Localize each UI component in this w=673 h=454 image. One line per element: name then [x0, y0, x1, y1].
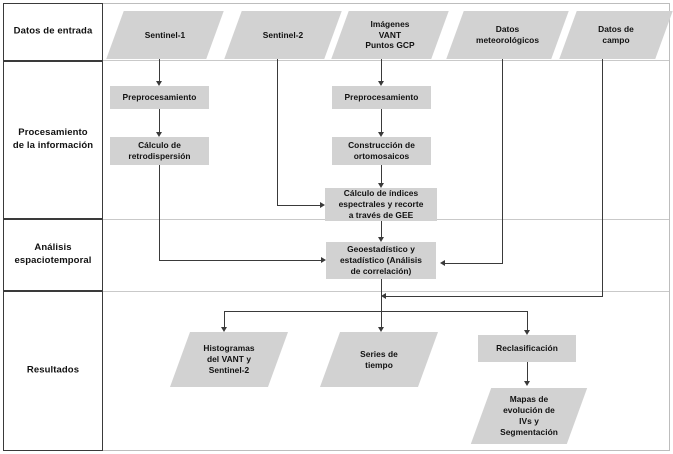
edge-sentinel1-preproc-arrow — [156, 81, 162, 86]
edge-meteo-geo-arrow — [440, 260, 445, 266]
edge-results-reclasificacion — [527, 311, 529, 330]
edge-campo-geo-horizontal — [386, 296, 603, 298]
lane-label-procesamiento: Procesamiento de la información — [3, 61, 103, 219]
node-ortomosaicos[interactable]: Construcción de ortomosaicos — [332, 137, 431, 165]
edge-preprocvant-orto — [381, 109, 383, 132]
edge-vant-preproc — [381, 59, 383, 81]
edge-campo-geo-vertical — [602, 59, 604, 297]
lane-label-resultados-text: Resultados — [26, 364, 80, 376]
edge-geo-results-stem — [381, 279, 383, 312]
edge-reclasificacion-mapas — [527, 362, 529, 381]
node-preproc-s1[interactable]: Preprocesamiento — [110, 86, 209, 109]
node-indices-label: Cálculo de índices espectrales y recorte… — [338, 188, 424, 220]
node-retrodispersion[interactable]: Cálculo de retrodispersión — [110, 137, 209, 165]
lane-label-procesamiento-text: Procesamiento de la información — [12, 127, 94, 151]
node-geoestadistico[interactable]: Geoestadístico y estadístico (Análisis d… — [326, 242, 436, 279]
edge-retro-geo-arrow — [321, 257, 326, 263]
edge-preproc-retro — [159, 109, 161, 132]
edge-sentinel1-preproc — [159, 59, 161, 81]
edge-reclasificacion-mapas-arrow — [524, 381, 530, 386]
lane-label-analisis: Análisis espaciotemporal — [3, 219, 103, 291]
edge-retro-geo-vertical — [159, 165, 161, 260]
lane-label-entrada: Datos de entrada — [3, 3, 103, 61]
node-series[interactable]: Series de tiempo — [319, 332, 439, 387]
edge-meteo-geo-vertical — [502, 59, 504, 264]
node-sentinel1[interactable]: Sentinel-1 — [106, 11, 224, 59]
edge-vant-preproc-arrow — [378, 81, 384, 86]
edge-sentinel2-indices-arrow — [320, 202, 325, 208]
edge-campo-geo-arrow — [381, 293, 386, 299]
edge-results-histogramas — [224, 311, 226, 327]
edge-sentinel2-indices-horizontal — [277, 205, 320, 207]
node-mapas[interactable]: Mapas de evolución de IVs y Segmentación — [470, 388, 588, 444]
lane-divider-1 — [4, 60, 669, 61]
node-retrodispersion-label: Cálculo de retrodispersión — [128, 140, 191, 161]
node-reclasificacion[interactable]: Reclasificación — [478, 335, 576, 362]
edge-geo-results-bus — [224, 311, 528, 313]
node-sentinel1-label: Sentinel-1 — [144, 29, 186, 40]
lane-label-resultados: Resultados — [3, 291, 103, 451]
edge-sentinel2-indices-vertical — [277, 59, 279, 206]
edge-results-histogramas-arrow — [221, 327, 227, 332]
edge-results-reclasificacion-arrow — [524, 330, 530, 335]
node-campo[interactable]: Datos de campo — [559, 11, 673, 59]
node-sentinel2[interactable]: Sentinel-2 — [224, 11, 342, 59]
edge-preproc-retro-arrow — [156, 132, 162, 137]
lane-label-entrada-text: Datos de entrada — [13, 25, 93, 37]
node-reclasificacion-label: Reclasificación — [496, 343, 558, 354]
node-indices[interactable]: Cálculo de índices espectrales y recorte… — [325, 188, 437, 221]
node-campo-label: Datos de campo — [598, 24, 634, 45]
node-vant[interactable]: Imágenes VANT Puntos GCP — [331, 11, 449, 59]
edge-retro-geo-horizontal — [159, 260, 321, 262]
node-preproc-vant-label: Preprocesamiento — [344, 92, 419, 103]
node-preproc-vant[interactable]: Preprocesamiento — [332, 86, 431, 109]
edge-results-series-arrow — [378, 327, 384, 332]
edge-orto-indices-arrow — [378, 183, 384, 188]
lane-divider-3 — [4, 291, 669, 292]
edge-indices-geo — [381, 221, 383, 237]
edge-meteo-geo-horizontal — [445, 263, 503, 265]
edge-orto-indices — [381, 165, 383, 183]
node-meteo[interactable]: Datos meteorológicos — [446, 11, 569, 59]
node-histogramas-label: Histogramas del VANT y Sentinel-2 — [203, 343, 255, 375]
node-sentinel2-label: Sentinel-2 — [262, 29, 304, 40]
edge-indices-geo-arrow — [378, 237, 384, 242]
node-histogramas[interactable]: Histogramas del VANT y Sentinel-2 — [169, 332, 289, 387]
node-mapas-label: Mapas de evolución de IVs y Segmentación — [500, 394, 558, 437]
edge-preprocvant-orto-arrow — [378, 132, 384, 137]
lane-label-analisis-text: Análisis espaciotemporal — [14, 242, 92, 266]
node-preproc-s1-label: Preprocesamiento — [122, 92, 197, 103]
edge-results-series — [381, 311, 383, 327]
node-vant-label: Imágenes VANT Puntos GCP — [365, 18, 415, 51]
node-ortomosaicos-label: Construcción de ortomosaicos — [348, 140, 415, 161]
node-series-label: Series de tiempo — [360, 348, 398, 370]
node-geoestadistico-label: Geoestadístico y estadístico (Análisis d… — [339, 244, 423, 276]
node-meteo-label: Datos meteorológicos — [475, 24, 540, 45]
